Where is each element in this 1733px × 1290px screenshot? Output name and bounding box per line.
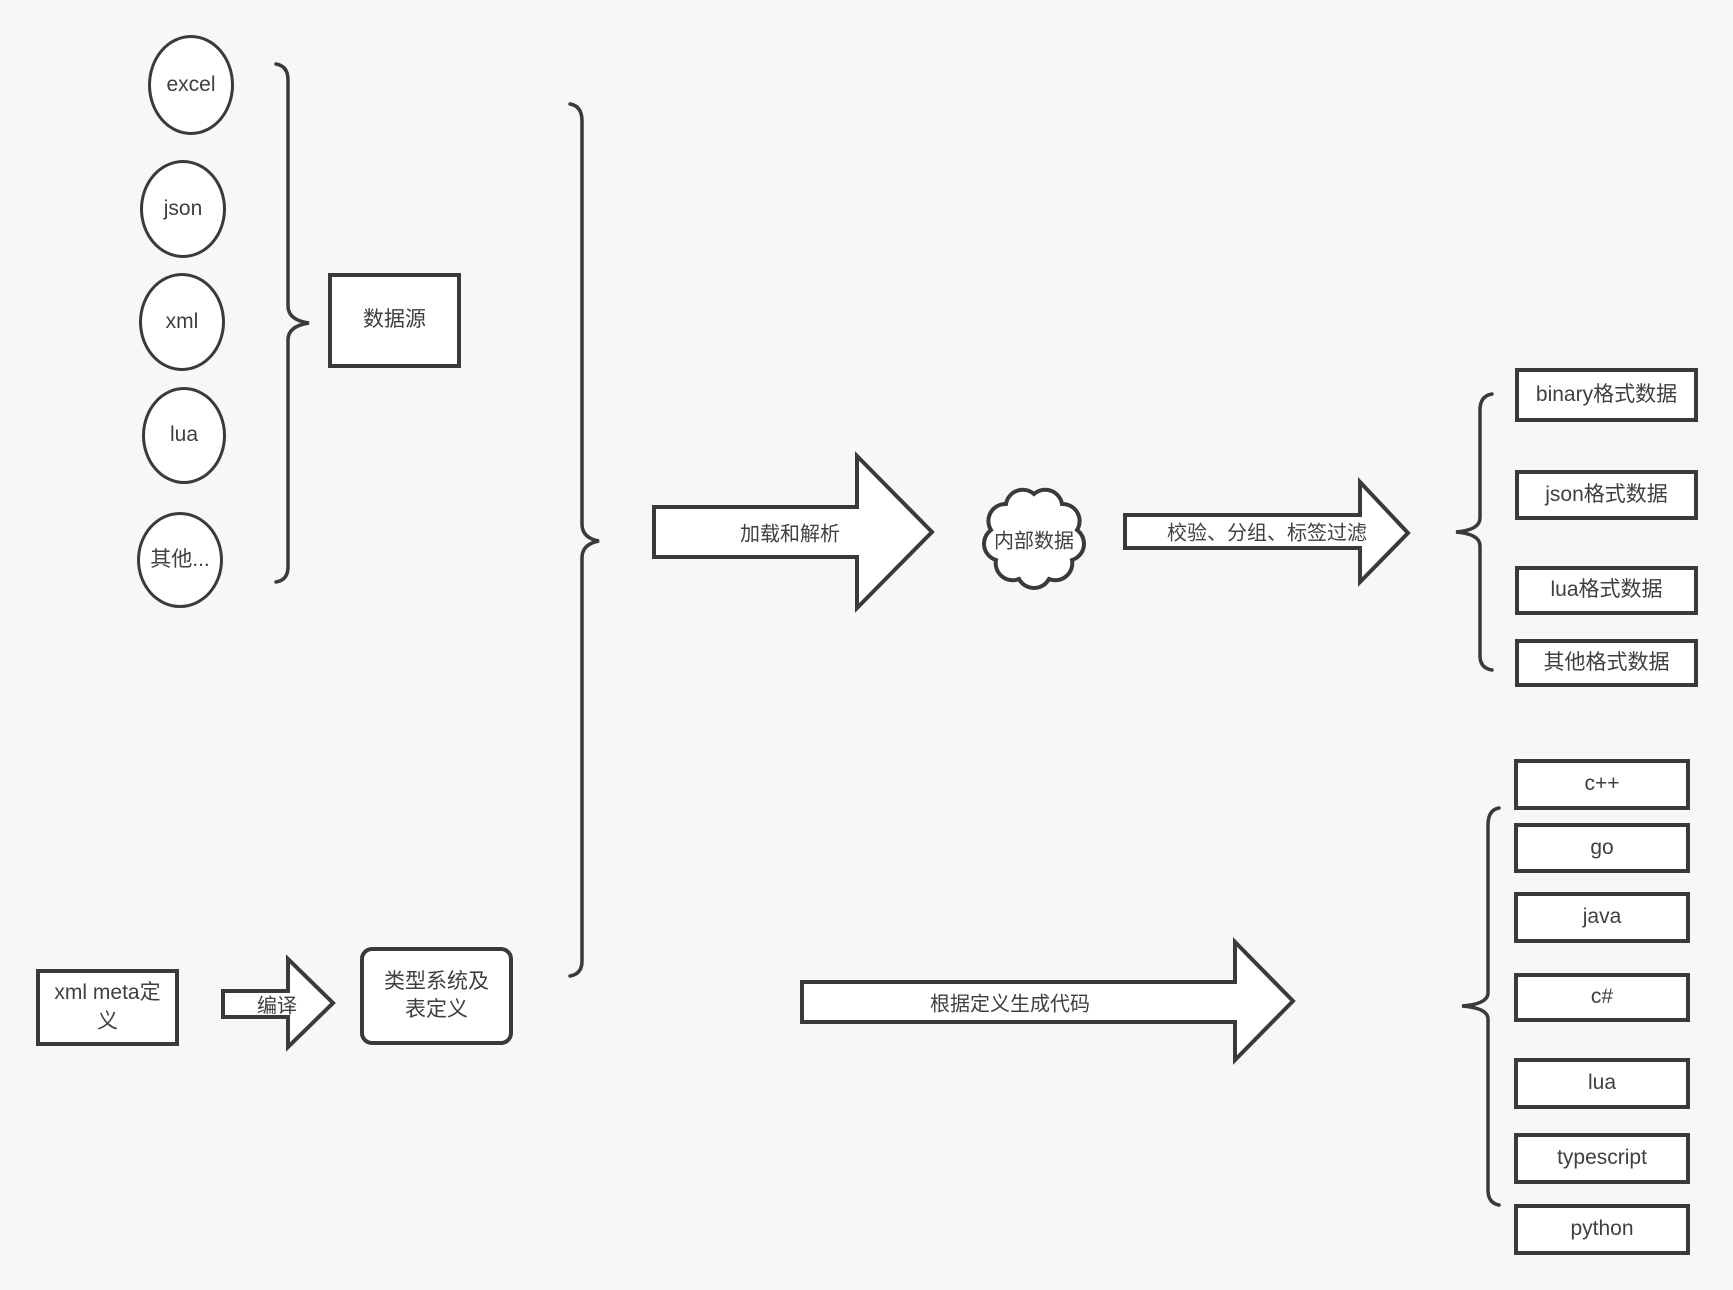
source-node-excel: excel <box>148 35 234 135</box>
format-label: json格式数据 <box>1545 482 1668 506</box>
codegen-arrow-label: 根据定义生成代码 <box>930 993 1090 1016</box>
sources-brace <box>274 62 310 584</box>
format-box-lua: lua格式数据 <box>1515 566 1698 615</box>
language-box-typescript: typescript <box>1514 1133 1690 1184</box>
main-brace <box>568 102 600 978</box>
compile-arrow-label: 编译 <box>257 995 297 1018</box>
language-box-csharp: c# <box>1514 973 1690 1022</box>
language-label: c++ <box>1584 772 1620 796</box>
codegen-arrow <box>800 937 1296 1065</box>
format-box-other: 其他格式数据 <box>1515 639 1698 687</box>
source-node-label: xml <box>165 309 199 333</box>
language-label: c# <box>1590 985 1614 1009</box>
compile-arrow <box>221 954 336 1052</box>
language-box-java: java <box>1514 892 1690 943</box>
format-box-json: json格式数据 <box>1515 470 1698 520</box>
data-source-label: 数据源 <box>363 308 426 332</box>
filter-arrow-label: 校验、分组、标签过滤 <box>1167 522 1367 545</box>
format-label: lua格式数据 <box>1550 578 1663 602</box>
type-system-label: 类型系统及表定义 <box>384 969 489 1021</box>
languages-brace <box>1461 806 1501 1207</box>
format-label: 其他格式数据 <box>1543 650 1670 674</box>
source-node-label: json <box>163 196 203 220</box>
source-node-label: excel <box>166 72 216 96</box>
language-box-python: python <box>1514 1204 1690 1255</box>
source-node-label: 其他... <box>150 547 210 571</box>
format-label: binary格式数据 <box>1535 382 1678 406</box>
source-node-lua: lua <box>142 387 226 484</box>
formats-brace <box>1455 392 1494 672</box>
language-box-cpp: c++ <box>1514 759 1690 810</box>
language-label: go <box>1590 835 1614 859</box>
format-box-binary: binary格式数据 <box>1515 368 1698 422</box>
source-node-xml: xml <box>139 273 225 371</box>
language-label: python <box>1570 1217 1634 1241</box>
source-node-label: lua <box>169 423 199 447</box>
source-node-json: json <box>140 160 226 258</box>
type-system-box: 类型系统及表定义 <box>360 947 513 1045</box>
language-label: lua <box>1587 1071 1617 1095</box>
source-node-other: 其他... <box>137 512 223 608</box>
xml-meta-label: xml meta定义 <box>54 981 161 1033</box>
load-parse-label: 加载和解析 <box>740 523 840 546</box>
data-source-box: 数据源 <box>328 273 461 368</box>
language-box-go: go <box>1514 823 1690 873</box>
language-label: java <box>1582 905 1622 929</box>
language-box-lua: lua <box>1514 1058 1690 1109</box>
xml-meta-box: xml meta定义 <box>36 969 179 1046</box>
filter-arrow <box>1123 476 1411 587</box>
internal-data-label: 内部数据 <box>994 530 1074 553</box>
internal-data-cloud <box>982 487 1086 590</box>
load-parse-arrow <box>652 451 935 613</box>
language-label: typescript <box>1557 1146 1647 1170</box>
